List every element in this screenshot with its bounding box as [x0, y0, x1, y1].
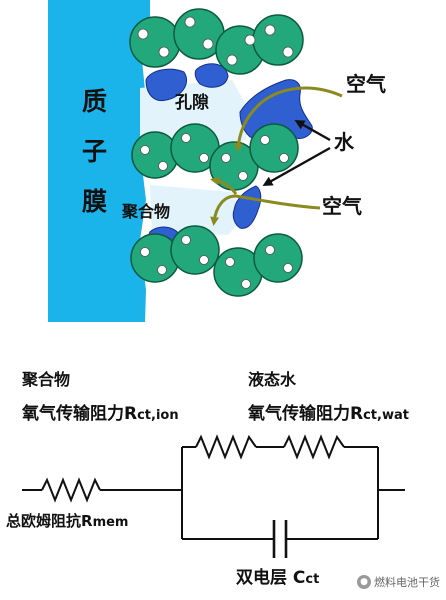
air-label-upper: 空气: [346, 72, 386, 96]
circuit-capacitor-label: 双电层 Cct: [236, 570, 319, 587]
polymer-resistance-subscript: ct,ion: [137, 408, 179, 423]
membrane-label-char-1: 质: [82, 87, 108, 116]
pore-label: 孔隙: [175, 93, 209, 113]
water-label: 水: [334, 130, 354, 154]
water-resistance-subscript: ct,wat: [363, 408, 409, 423]
resistor-rct-wat: [283, 434, 345, 460]
carbon-particles-middle: [131, 123, 299, 191]
carbon-particles-top: [129, 8, 304, 75]
ionomer-top: [145, 63, 229, 102]
air-arrow-branch: [210, 176, 238, 195]
membrane-label-char-2: 子: [82, 137, 108, 166]
equivalent-circuit: [22, 434, 405, 558]
water-pointer-upper: [294, 120, 331, 142]
polymer-resistance-text: 氧气传输阻力R: [22, 404, 138, 424]
wechat-icon: ●: [357, 575, 371, 589]
air-label-lower: 空气: [322, 194, 362, 218]
pore-region: [140, 80, 248, 235]
watermark: ● 燃料电池干货: [357, 574, 440, 590]
resistor-rct-ion: [195, 434, 257, 460]
air-arrow-lower: [210, 194, 321, 226]
capacitor-text: 双电层 C: [236, 568, 306, 588]
water-resistance-text: 氧气传输阻力R: [248, 404, 364, 424]
polymer-label-top: 聚合物: [122, 202, 171, 221]
carbon-particles-bottom: [130, 225, 303, 297]
circuit-ohmic-label: 总欧姆阻抗Rmem: [6, 512, 129, 530]
water-pointer-lower: [262, 146, 331, 186]
water-blob-small: [232, 185, 262, 229]
circuit-polymer-resistance-label: 氧气传输阻力Rct,ion: [22, 406, 179, 423]
proton-membrane: [48, 0, 150, 322]
watermark-text: 燃料电池干货: [374, 576, 440, 589]
circuit-water-resistance-label: 氧气传输阻力Rct,wat: [248, 406, 409, 423]
membrane-label-char-3: 膜: [82, 187, 108, 216]
air-arrow-upper: [234, 86, 343, 152]
ohmic-text: 总欧姆阻抗R: [6, 512, 93, 530]
circuit-polymer-label: 聚合物: [22, 370, 71, 389]
ohmic-subscript: mem: [92, 515, 129, 530]
circuit-water-label: 液态水: [248, 370, 297, 389]
resistor-rmem: [41, 477, 101, 503]
capacitor-subscript: ct: [305, 572, 320, 587]
